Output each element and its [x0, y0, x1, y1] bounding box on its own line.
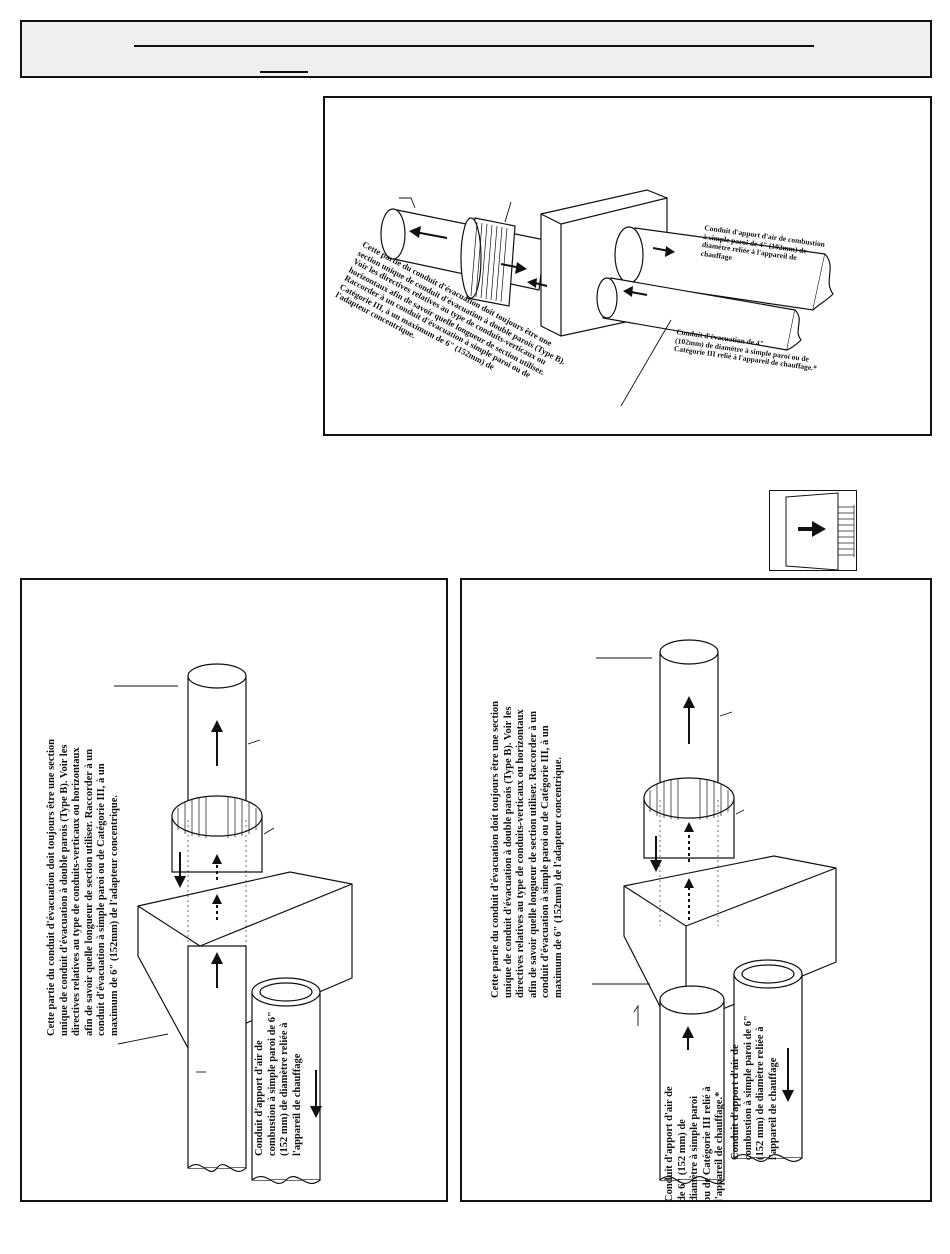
horizontal-vent-drawing — [380, 189, 834, 407]
horizontal-vent-figure: Cette partie du conduit d'évacuation doi… — [323, 96, 932, 436]
text-line: unique de conduit d'évacuation à double … — [58, 744, 70, 1036]
text-line: conduit d'évacuation à simple paroi ou d… — [540, 725, 551, 998]
concentric-adapter-icon — [769, 490, 857, 571]
text-line: afin de savoir quelle longueur de sectio… — [527, 711, 539, 998]
text-line: maximum de 6" (152mm) de l'adapteur conc… — [552, 757, 564, 998]
text-line: Cette partie du conduit d'évacuation doi… — [490, 701, 501, 998]
text-line: Cette partie du conduit d'évacuation doi… — [46, 739, 57, 1036]
vertical-vent-drawing-right — [592, 639, 837, 1184]
label-exhaust-pipe-right: Conduit d'apport d'air de de 6" (152 mm)… — [664, 1086, 727, 1202]
label-air-intake-right: Conduit d'apport d'air de combustion à s… — [730, 1015, 780, 1160]
header-rules — [134, 45, 814, 73]
text-line: directives relatives au type de conduits… — [515, 709, 526, 998]
text-line: (152 mm) de diamètre reliée à — [755, 1026, 766, 1160]
vertical-vent-figure-right: Cette partie du conduit d'évacuation doi… — [460, 578, 932, 1202]
text-line: l'appareil de chauffage — [291, 1053, 303, 1156]
text-line: combustion à simple paroi de 6" — [742, 1015, 754, 1160]
text-line: Conduit d'apport d'air de — [664, 1086, 675, 1202]
label-exhaust-section-left: Cette partie du conduit d'évacuation doi… — [46, 739, 121, 1036]
vertical-vent-figure-left: Cette partie du conduit d'évacuation doi… — [20, 578, 448, 1202]
vertical-vent-drawing-left — [114, 663, 353, 1184]
text-line: (152 mm) de diamètre reliée à — [279, 1022, 290, 1156]
text-line: directives relatives au type de conduits… — [71, 747, 82, 1036]
text-line: l'appareil de chauffage.* — [714, 1091, 725, 1202]
adapter-icon-drawing — [785, 492, 855, 571]
text-line: combustion à simple paroi de 6" — [266, 1011, 278, 1156]
text-line: diamètre à simple paroi — [689, 1095, 700, 1202]
text-line: maximum de 6" (152mm) de l'adapteur conc… — [108, 795, 120, 1036]
text-line: Conduit d'apport d'air de — [730, 1044, 741, 1160]
label-air-intake-left: Conduit d'apport d'air de combustion à s… — [254, 1011, 304, 1156]
text-line: unique de conduit d'évacuation à double … — [502, 706, 514, 998]
text-line: Conduit d'apport d'air de — [254, 1040, 265, 1156]
text-line: l'appareil de chauffage — [767, 1057, 779, 1160]
text-line: de 6" (152 mm) de — [676, 1119, 688, 1202]
label-exhaust-section-right: Cette partie du conduit d'évacuation doi… — [490, 701, 565, 998]
text-line: afin de savoir quelle longueur de sectio… — [83, 749, 95, 1036]
text-line: ou de Catégorie III relié à — [701, 1086, 713, 1202]
text-line: conduit d'évacuation à simple paroi ou d… — [96, 763, 107, 1036]
header-bar — [20, 20, 932, 78]
